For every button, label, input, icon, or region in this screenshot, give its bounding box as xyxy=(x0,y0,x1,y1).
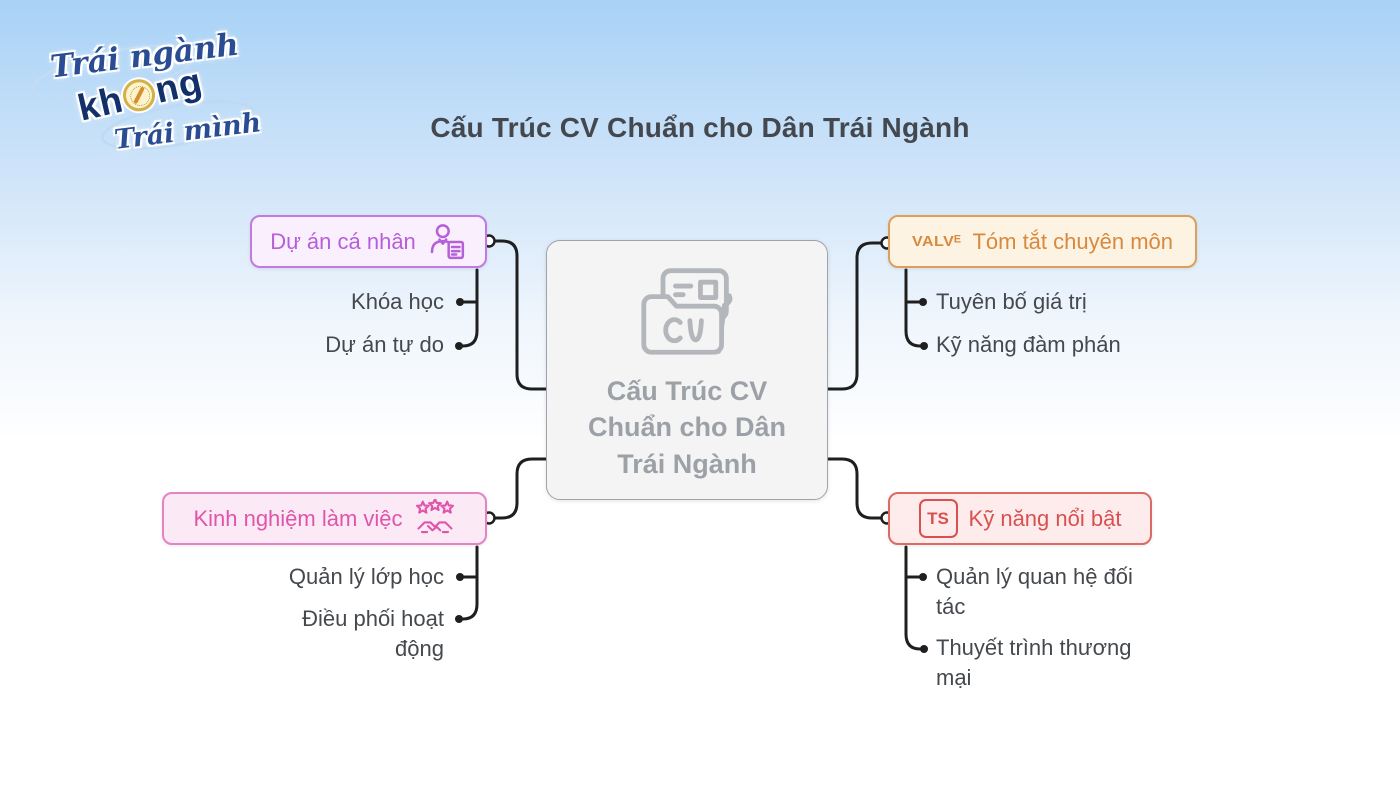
child-label-thuyet-trinh-thuong-mai: Thuyết trình thương mại xyxy=(936,635,1132,690)
child-dot xyxy=(919,573,927,581)
connector-top-left-children xyxy=(461,268,479,348)
child-dot xyxy=(456,298,464,306)
person-document-icon xyxy=(430,223,464,259)
cv-folder-icon xyxy=(641,268,733,355)
branch-label: Tóm tắt chuyên môn xyxy=(972,228,1173,254)
branch-node-kinh-nghiem-lam-viec[interactable]: Kinh nghiệm làm việc xyxy=(162,492,487,545)
center-node-label: Cấu Trúc CV Chuẩn cho Dân Trái Ngành xyxy=(587,376,786,479)
branch-label: Kỹ năng nổi bật xyxy=(968,505,1122,531)
child-label-du-an-tu-do: Dự án tự do xyxy=(325,332,444,357)
child-dot xyxy=(920,645,928,653)
stars-handshake-icon xyxy=(415,498,454,533)
branch-node-tom-tat-chuyen-mon[interactable]: VALVᴱ Tóm tắt chuyên môn xyxy=(888,215,1197,268)
branch-node-ky-nang-noi-bat[interactable]: TS Kỹ năng nổi bật xyxy=(888,492,1152,545)
child-label-quan-ly-quan-he-doi-tac: Quản lý quan hệ đối tác xyxy=(936,564,1133,619)
child-dot xyxy=(455,342,463,350)
page-title: Cấu Trúc CV Chuẩn cho Dân Trái Ngành xyxy=(430,112,970,143)
connector-center-to-top-right xyxy=(825,241,887,391)
ts-square-icon: TS xyxy=(918,499,958,538)
connector-center-to-bottom-left xyxy=(487,457,549,520)
child-label-ky-nang-dam-phan: Kỹ năng đàm phán xyxy=(936,332,1121,357)
branch-node-du-an-ca-nhan[interactable]: Dự án cá nhân xyxy=(250,215,487,268)
child-dot xyxy=(919,298,927,306)
connector-bottom-right-children xyxy=(904,545,922,651)
child-dot xyxy=(456,573,464,581)
branch-label: Kinh nghiệm làm việc xyxy=(193,505,403,531)
valve-wordmark-icon: VALVᴱ xyxy=(911,232,962,250)
connector-top-right-children xyxy=(904,268,922,348)
branch-label: Dự án cá nhân xyxy=(270,228,416,254)
connector-bottom-left-children xyxy=(461,545,479,621)
child-label-dieu-phoi-hoat-dong: Điều phối hoạt động xyxy=(302,606,444,661)
child-label-tuyen-bo-gia-tri: Tuyên bố giá trị xyxy=(936,289,1087,314)
child-dot xyxy=(920,342,928,350)
center-node[interactable]: Cấu Trúc CV Chuẩn cho Dân Trái Ngành xyxy=(546,240,828,500)
connector-center-to-top-left xyxy=(487,239,549,391)
child-label-khoa-hoc: Khóa học xyxy=(351,289,444,314)
connector-center-to-bottom-right xyxy=(825,457,887,520)
child-dot xyxy=(455,615,463,623)
child-label-quan-ly-lop-hoc: Quản lý lớp học xyxy=(288,564,444,589)
